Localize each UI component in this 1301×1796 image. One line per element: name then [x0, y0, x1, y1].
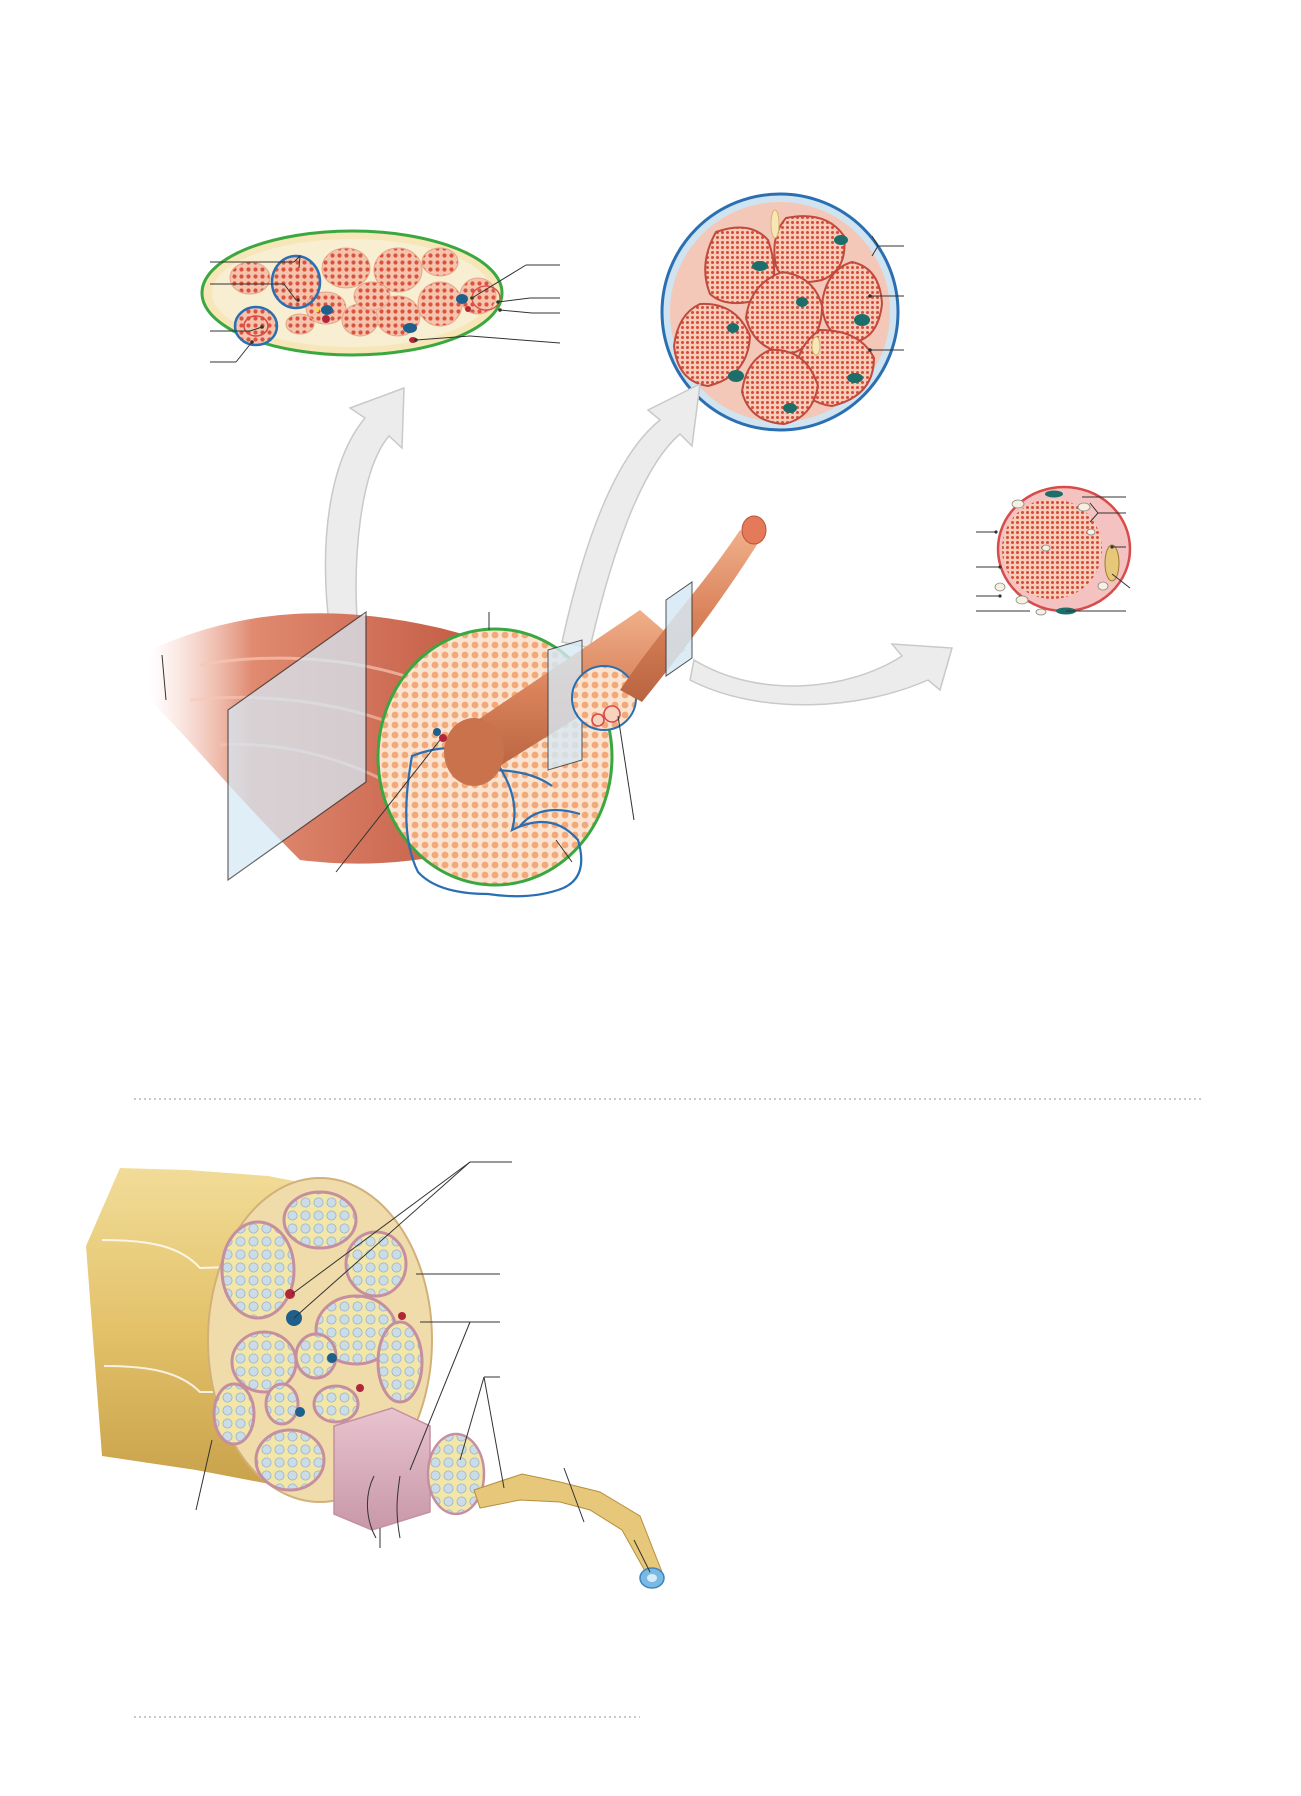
- section-arrows: [324, 382, 953, 706]
- oval-nerve-cross-section: [200, 229, 561, 363]
- nerve-cutaway-illustration: [86, 1161, 665, 1589]
- nerve-bundle-illustration: [150, 515, 767, 898]
- fascicle-round-cross-section: [660, 192, 904, 432]
- single-fascicle-cross-section: [976, 485, 1132, 616]
